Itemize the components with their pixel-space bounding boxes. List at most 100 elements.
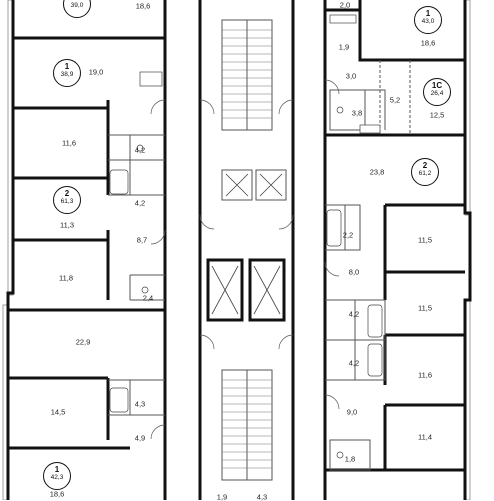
elevator-marks bbox=[211, 173, 283, 315]
kitchen-counter-3 bbox=[359, 124, 381, 134]
room-area: 18,6 bbox=[135, 1, 151, 11]
elevator-x-4 bbox=[253, 265, 281, 315]
apartment-total-area: 26,4 bbox=[430, 90, 444, 97]
room-area: 9,0 bbox=[346, 407, 358, 417]
doors bbox=[150, 79, 340, 440]
bathtub-3 bbox=[326, 209, 342, 247]
room-area: 12,5 bbox=[429, 110, 445, 120]
room-area: 4,3 bbox=[134, 399, 146, 409]
elevator-x-1 bbox=[225, 173, 249, 197]
elevator-x-2 bbox=[259, 173, 283, 197]
apartment-badge: 1С 26,4 bbox=[423, 78, 451, 106]
stair-lower bbox=[221, 369, 273, 481]
apartment-rooms: 1 bbox=[64, 0, 90, 2]
bath-block-right-bottom bbox=[329, 439, 371, 471]
apartment-badge: 2 61,2 bbox=[411, 158, 439, 186]
room-area: 11,4 bbox=[417, 432, 433, 442]
room-area: 2,4 bbox=[142, 293, 154, 303]
room-area: 1,9 bbox=[216, 492, 228, 501]
elevator-x-3 bbox=[211, 265, 239, 315]
room-area: 1,8 bbox=[344, 454, 356, 464]
apartment-total-area: 42,3 bbox=[50, 474, 64, 481]
door-8 bbox=[278, 99, 294, 115]
apartment-rooms: 1 bbox=[54, 465, 60, 474]
apartment-badge: 1 38,9 bbox=[53, 59, 81, 87]
bath-block-mid-left bbox=[129, 274, 165, 301]
room-area: 3,0 bbox=[345, 71, 357, 81]
outer-wall-left bbox=[6, 0, 15, 500]
apartment-badge: 1 42,3 bbox=[43, 462, 71, 490]
door-6 bbox=[324, 394, 340, 410]
studio-dash bbox=[379, 60, 411, 135]
stair-treads bbox=[222, 29, 272, 469]
room-area: 4,2 bbox=[134, 198, 146, 208]
bath-block-right-mid bbox=[325, 204, 361, 251]
door-5 bbox=[324, 261, 340, 277]
kitchen-counter-1 bbox=[139, 71, 163, 87]
door-12 bbox=[278, 334, 294, 350]
room-area: 4,9 bbox=[134, 433, 146, 443]
walls bbox=[6, 0, 472, 500]
bath-block-top-left bbox=[108, 134, 165, 196]
thin-walls bbox=[108, 19, 411, 481]
door-1 bbox=[150, 99, 166, 115]
room-area: 14,5 bbox=[50, 407, 66, 417]
room-area: 3,8 bbox=[351, 108, 363, 118]
bathtub-5 bbox=[367, 343, 383, 377]
elevator-shaft-2 bbox=[248, 258, 286, 322]
room-area: 8,7 bbox=[136, 235, 148, 245]
bathtub-1 bbox=[109, 169, 129, 195]
apartment-total-area: 38,9 bbox=[60, 71, 74, 78]
bathtub-4 bbox=[367, 304, 383, 338]
door-7 bbox=[199, 99, 215, 115]
apartment-total-area: 61,2 bbox=[418, 170, 432, 177]
door-2 bbox=[150, 229, 166, 245]
outer-wall-right bbox=[463, 0, 472, 500]
wall-r2 bbox=[358, 0, 465, 62]
room-area: 22,9 bbox=[75, 337, 91, 347]
kitchen-counter-2 bbox=[329, 14, 357, 24]
stair-treads-lower bbox=[222, 379, 272, 469]
room-area: 2,0 bbox=[339, 0, 351, 10]
apartment-badge: 2 61,3 bbox=[53, 186, 81, 214]
elevator-shaft-1 bbox=[206, 258, 244, 322]
room-area: 1,9 bbox=[338, 42, 350, 52]
bath-block-right-low bbox=[325, 299, 386, 381]
room-area: 11,6 bbox=[417, 370, 433, 380]
door-10 bbox=[278, 214, 294, 230]
apartment-total-area: 43,0 bbox=[421, 18, 435, 25]
door-9 bbox=[199, 214, 215, 230]
apartment-total-area: 61,3 bbox=[60, 198, 74, 205]
room-area: 19,0 bbox=[88, 67, 104, 77]
bathtub-2 bbox=[109, 387, 129, 413]
room-area: 8,0 bbox=[348, 267, 360, 277]
elevators-upper bbox=[221, 169, 287, 201]
apartment-rooms: 2 bbox=[64, 189, 70, 198]
fixtures bbox=[109, 14, 383, 459]
room-area: 11,5 bbox=[417, 303, 433, 313]
apartment-badge: 1 43,0 bbox=[414, 6, 442, 34]
room-area: 4,2 bbox=[134, 145, 146, 155]
toilet-2 bbox=[141, 286, 149, 294]
room-area: 18,6 bbox=[420, 38, 436, 48]
room-area: 11,3 bbox=[59, 220, 75, 230]
apartment-rooms: 2 bbox=[422, 161, 428, 170]
apartment-rooms: 1 bbox=[425, 9, 431, 18]
room-area: 5,2 bbox=[389, 95, 401, 105]
room-area: 11,6 bbox=[61, 138, 77, 148]
apartment-rooms: 1 bbox=[64, 62, 70, 71]
door-3 bbox=[150, 424, 166, 440]
room-area: 11,8 bbox=[58, 273, 74, 283]
bath-block-low-left bbox=[108, 379, 165, 416]
stair-treads-upper bbox=[222, 29, 272, 119]
room-area: 4,2 bbox=[348, 309, 360, 319]
room-area: 4,3 bbox=[256, 492, 268, 501]
stair-upper bbox=[221, 19, 273, 131]
apartment-rooms: 1С bbox=[431, 81, 443, 90]
apartment-total-area: 39,0 bbox=[70, 2, 84, 9]
toilet-3 bbox=[336, 106, 344, 114]
door-4 bbox=[324, 79, 340, 95]
door-11 bbox=[199, 334, 215, 350]
room-area: 18,6 bbox=[49, 489, 65, 499]
